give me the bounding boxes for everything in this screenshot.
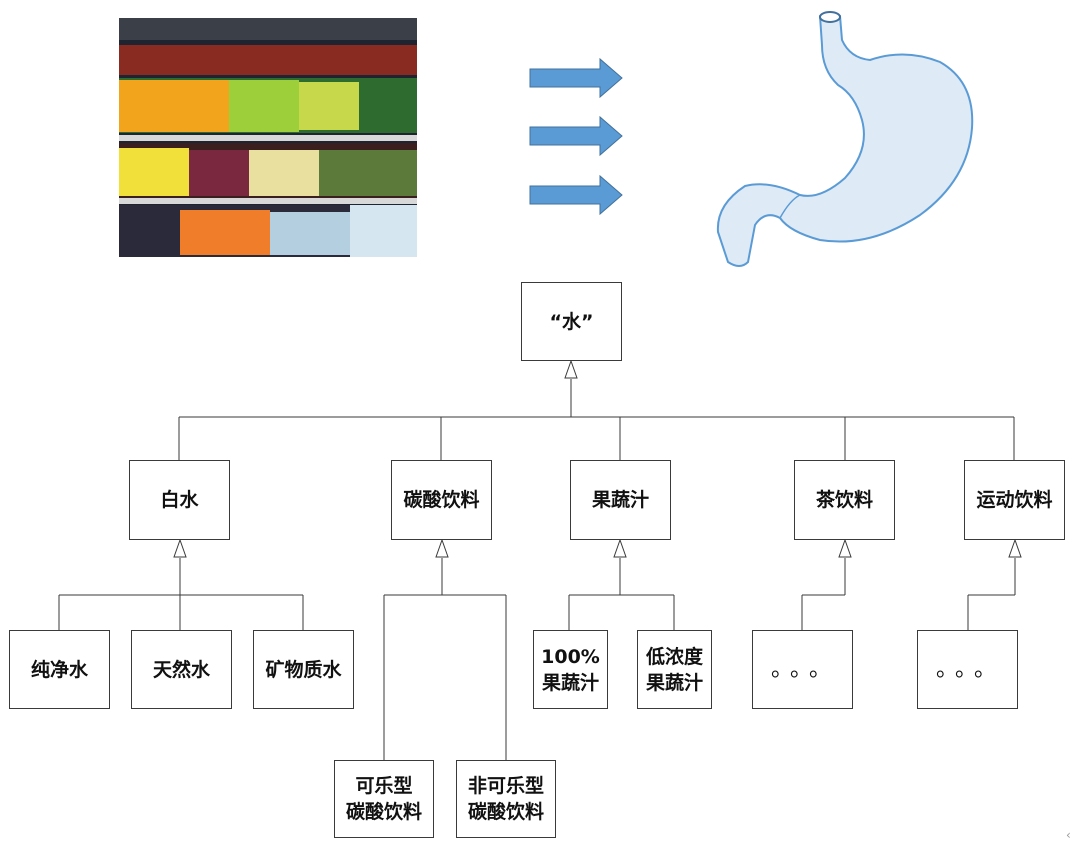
corner-chevron-icon: ‹ [1066,828,1071,842]
leaf-dinongdu-guoshuzhi: 低浓度 果蔬汁 [637,630,712,709]
leaf-feikelexing: 非可乐型 碳酸饮料 [456,760,556,838]
flow-arrow-3 [529,174,623,216]
inheritance-arrowheads [173,359,1022,558]
arrowhead-baishui [173,538,187,558]
leaf-tianranshui: 天然水 [131,630,232,709]
flow-arrows [529,57,623,216]
category-guoshu: 果蔬汁 [570,460,671,540]
arrowhead-cha [838,538,852,558]
leaf-yundong-ellipsis: 。。。 [917,630,1018,709]
arrowhead-yundong [1008,538,1022,558]
leaf-chunjingshui: 纯净水 [9,630,110,709]
category-yundong: 运动饮料 [964,460,1065,540]
stomach-illustration [716,11,974,267]
category-baishui: 白水 [129,460,230,540]
leaf-kuangwuzhishui: 矿物质水 [253,630,354,709]
leaf-kelexing: 可乐型 碳酸饮料 [334,760,434,838]
root-node: “水” [521,282,622,361]
flow-arrow-1 [529,57,623,99]
arrowhead-guoshu [613,538,627,558]
hierarchy-connectors [58,379,1016,760]
flow-arrow-2 [529,115,623,157]
arrowhead-tansuan [435,538,449,558]
shelf-photo [119,18,417,257]
category-cha: 茶饮料 [794,460,895,540]
category-tansuan: 碳酸饮料 [391,460,492,540]
arrowhead-root [564,359,578,379]
leaf-cha-ellipsis: 。。。 [752,630,853,709]
leaf-100-guoshuzhi: 100% 果蔬汁 [533,630,608,709]
